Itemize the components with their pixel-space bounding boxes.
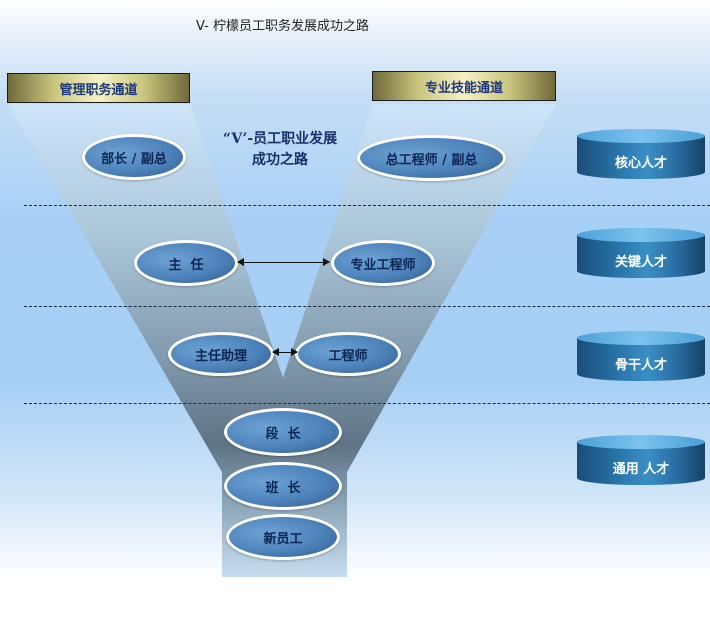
tier-divider [24, 306, 710, 307]
tier-core-talent: 核心人才 [577, 129, 705, 179]
v-slogan: “V’-员工职业发展 成功之路 [200, 129, 360, 171]
node-new-employee: 新员工 [226, 514, 340, 560]
node-engineer: 工程师 [295, 332, 401, 376]
node-assistant-director: 主任助理 [168, 332, 274, 376]
cylinder-top [577, 129, 705, 143]
tier-general-talent: 通用 人才 [577, 435, 705, 485]
node-department-head: 部长 / 副总 [82, 134, 186, 180]
node-professional-engineer: 专业工程师 [331, 240, 435, 286]
tier-label: 骨干人才 [577, 338, 705, 381]
node-section-chief: 段 长 [224, 408, 342, 456]
management-channel-label: 管理职务通道 [7, 73, 190, 103]
tier-backbone-talent: 骨干人才 [577, 331, 705, 381]
tier-key-talent: 关键人才 [577, 228, 705, 278]
v-slogan-line1: “V’-员工职业发展 [222, 131, 338, 147]
cylinder-top [577, 331, 705, 345]
v-slogan-line2: 成功之路 [252, 152, 308, 168]
cylinder-top [577, 228, 705, 242]
tier-label: 核心人才 [577, 136, 705, 179]
node-chief-engineer: 总工程师 / 副总 [357, 135, 506, 181]
tier-label: 关键人才 [577, 235, 705, 278]
double-arrow-icon [237, 258, 330, 266]
tier-divider [24, 403, 710, 404]
tier-label: 通用 人才 [577, 442, 705, 485]
double-arrow-icon [272, 348, 298, 356]
technical-channel-label: 专业技能通道 [372, 71, 556, 101]
cylinder-top [577, 435, 705, 449]
v-shape-path [8, 104, 556, 577]
tier-divider [24, 205, 710, 206]
node-director: 主 任 [134, 240, 238, 286]
diagram-title: V- 柠檬员工职务发展成功之路 [196, 19, 369, 34]
node-team-leader: 班 长 [224, 462, 342, 510]
